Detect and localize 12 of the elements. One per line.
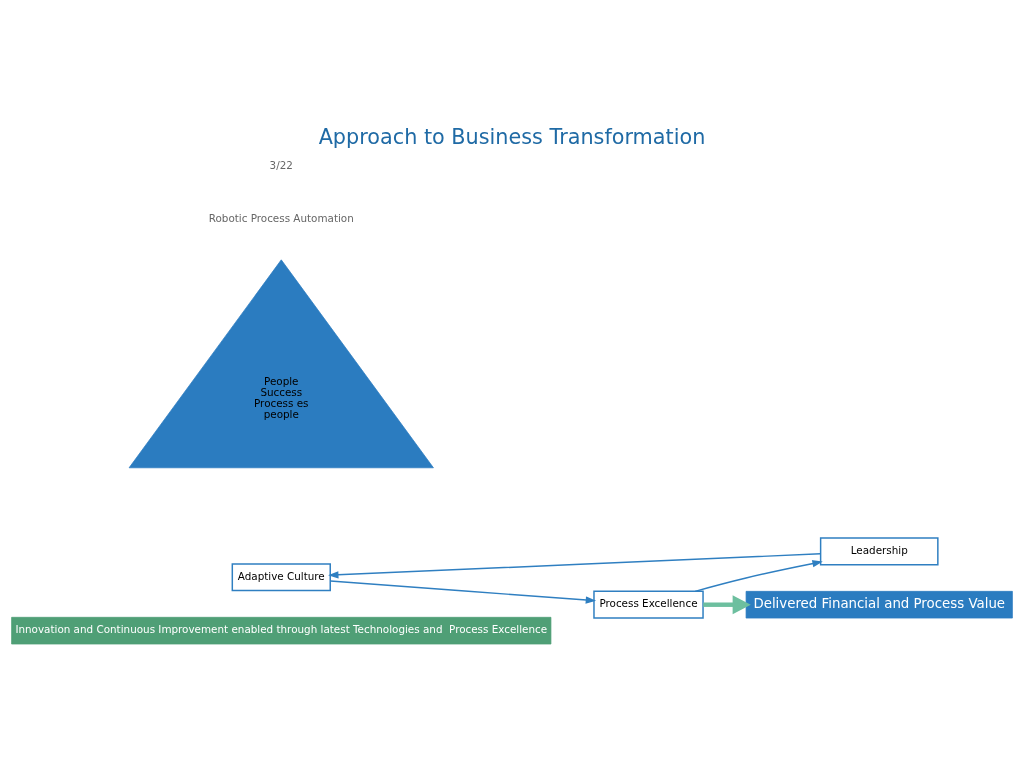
diagram-title: Approach to Business Transformation — [318, 124, 706, 149]
label: 3/22 — [269, 159, 293, 171]
node-box: Process Excellence — [593, 590, 704, 619]
node-box: Adaptive Culture — [231, 563, 331, 592]
arrow — [694, 560, 823, 593]
label: Robotic Process Automation — [208, 212, 354, 225]
node-box: Delivered Financial and Process Value — [745, 591, 1013, 619]
arrow — [703, 595, 751, 615]
node-box: Leadership — [819, 537, 939, 566]
node-box: Innovation and Continuous Improvement enabled through latest Technologies and Process Excellence — [11, 616, 552, 645]
arrow — [328, 553, 822, 579]
arrow — [329, 580, 597, 604]
